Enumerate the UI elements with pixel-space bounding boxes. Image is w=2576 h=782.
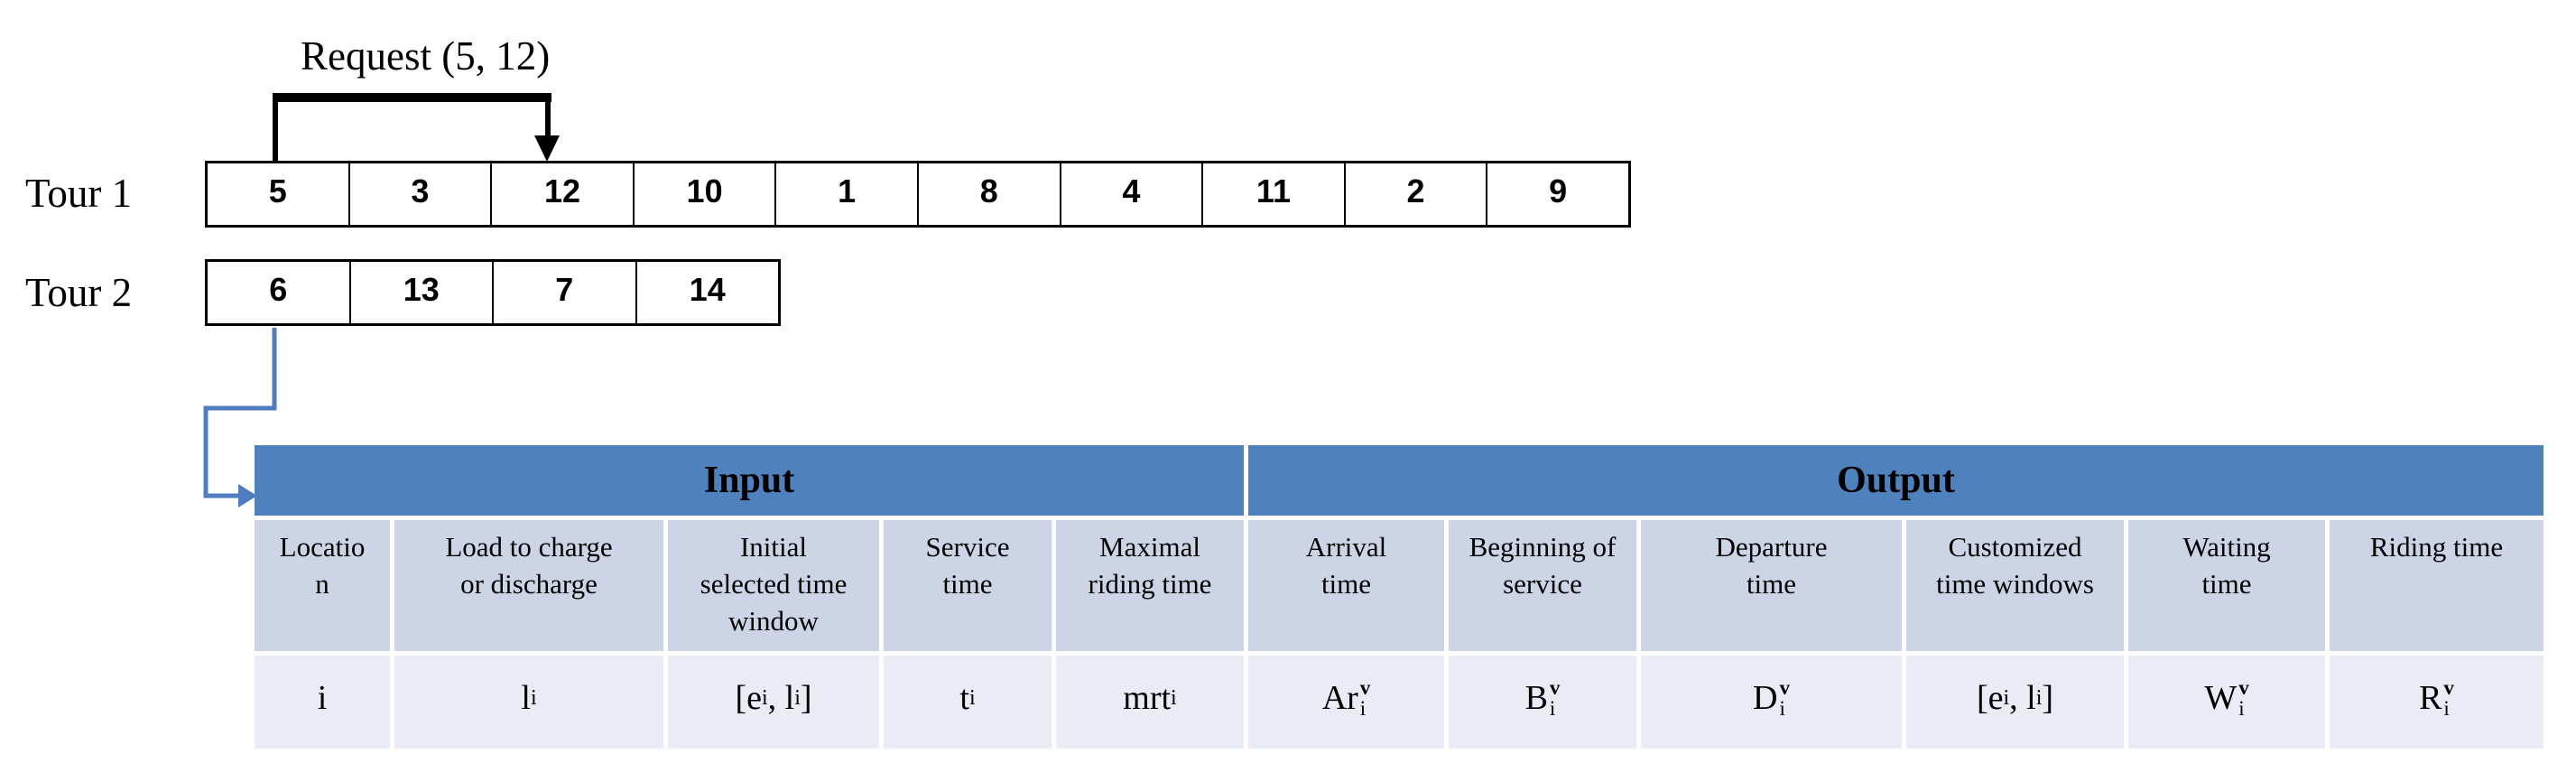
tour-cell: 14 — [635, 262, 779, 323]
notation-cell: i — [255, 656, 390, 749]
tour-2-label: Tour 2 — [25, 270, 133, 315]
subscript: i — [2443, 696, 2450, 720]
subscript: i — [1779, 696, 1785, 720]
column-header: Departure time — [1641, 520, 1902, 651]
tour-cell: 8 — [916, 163, 1060, 225]
tour-cell: 3 — [347, 163, 491, 225]
tour-cell: 10 — [632, 163, 775, 225]
tour-1-label: Tour 1 — [25, 171, 133, 216]
column-header: Locatio n — [255, 520, 390, 651]
tour-cell: 6 — [269, 271, 288, 308]
column-header: Beginning of service — [1449, 520, 1636, 651]
group-header-input: Input — [255, 445, 1244, 516]
superscript: v — [1549, 675, 1561, 699]
request-label: Request (5, 12) — [301, 33, 551, 79]
column-header: Maximal riding time — [1056, 520, 1244, 651]
superscript: v — [1359, 675, 1371, 699]
group-header-output: Output — [1248, 445, 2544, 516]
superscript: v — [1779, 675, 1790, 699]
column-header: Waiting time — [2128, 520, 2325, 651]
column-header: Load to charge or discharge — [394, 520, 663, 651]
subscript: i — [1359, 696, 1367, 720]
column-header: Riding time — [2330, 520, 2544, 651]
tour-cell: 12 — [490, 163, 633, 225]
tour-cell: 9 — [1486, 163, 1628, 225]
column-header: Arrival time — [1248, 520, 1444, 651]
column-header: Service time — [884, 520, 1052, 651]
tour-cell: 11 — [1201, 163, 1344, 225]
tour-cell: 1 — [774, 163, 917, 225]
request-bracket-arrow — [273, 93, 560, 162]
tour-cell: 4 — [1059, 163, 1202, 225]
tour-cell: 2 — [1343, 163, 1487, 225]
column-header: Initial selected time window — [668, 520, 879, 651]
subscript: i — [2238, 696, 2245, 720]
superscript: v — [2238, 675, 2249, 699]
superscript: v — [2443, 675, 2454, 699]
column-header: Customized time windows — [1906, 520, 2124, 651]
subscript: i — [1549, 696, 1556, 720]
tour-cell: 5 — [268, 172, 287, 209]
tour-cell: 7 — [492, 262, 635, 323]
request-arrowhead-icon — [534, 135, 560, 162]
tour-cell: 13 — [348, 262, 493, 323]
